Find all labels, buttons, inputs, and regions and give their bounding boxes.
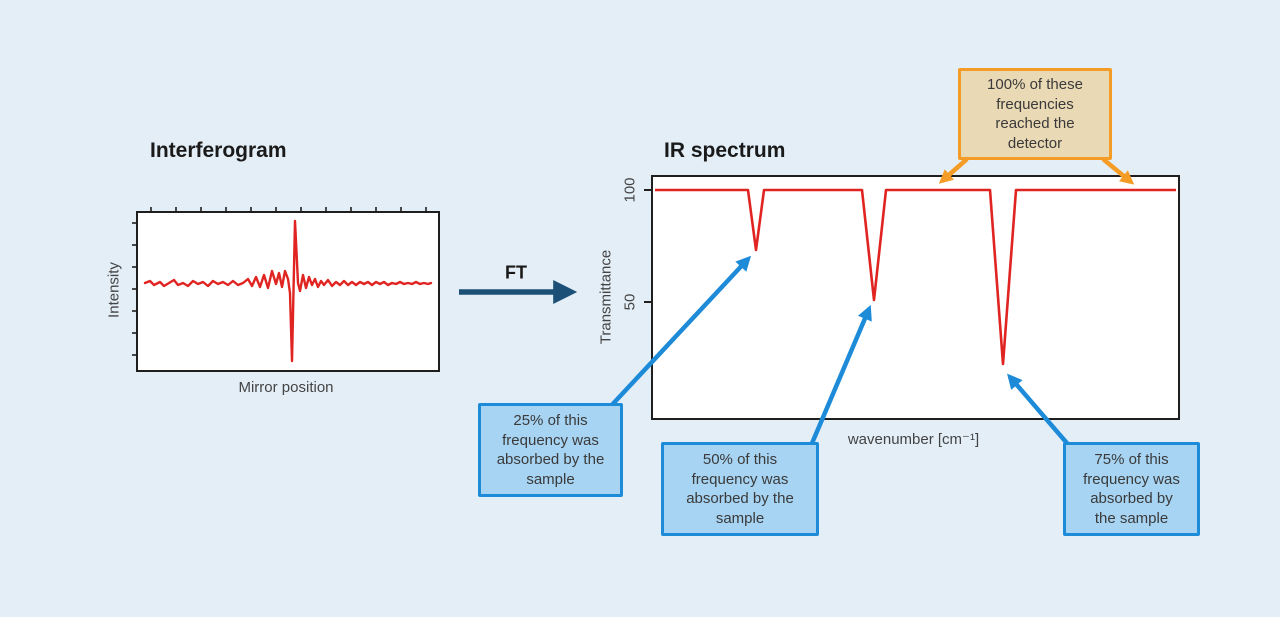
callout-absorb-50-text: 50% of this frequency was absorbed by th… bbox=[686, 451, 794, 527]
ir-ytick-50: 50 bbox=[621, 293, 639, 311]
interferogram-trace bbox=[143, 219, 433, 363]
callout-detector: 100% of these frequencies reached the de… bbox=[958, 68, 1112, 160]
transmittance-trace bbox=[655, 188, 1176, 366]
interferogram-title: Interferogram bbox=[150, 139, 287, 162]
ir-spectrum-chart bbox=[644, 188, 1176, 366]
ir-spectrum-plot bbox=[644, 175, 1180, 420]
interferogram-plot bbox=[132, 207, 440, 372]
ir-ytick-100: 100 bbox=[621, 177, 639, 203]
callout-absorb-75: 75% of this frequency was absorbed by th… bbox=[1063, 442, 1200, 536]
interferogram-y-axis-label: Intensity bbox=[105, 262, 123, 318]
interferogram-x-axis-label: Mirror position bbox=[238, 379, 334, 396]
callout-detector-text: 100% of these frequencies reached the de… bbox=[987, 76, 1083, 152]
interferogram-top-ticks bbox=[150, 207, 427, 212]
interferogram-signal-chart bbox=[132, 207, 433, 363]
ir-x-axis-label: wavenumber [cm⁻¹] bbox=[847, 431, 980, 448]
callout-absorb-50: 50% of this frequency was absorbed by th… bbox=[661, 442, 819, 536]
callout-absorb-25: 25% of this frequency was absorbed by th… bbox=[478, 403, 623, 497]
callout-absorb-25-text: 25% of this frequency was absorbed by th… bbox=[496, 412, 605, 488]
interferogram-left-ticks bbox=[132, 222, 137, 356]
ir-spectrum-y-ticks bbox=[644, 189, 652, 303]
ir-spectrum-title: IR spectrum bbox=[664, 139, 786, 162]
ft-arrow-label: FT bbox=[505, 262, 527, 283]
ir-y-axis-label: Transmittance bbox=[597, 249, 615, 345]
callout-absorb-75-text: 75% of this frequency was absorbed by th… bbox=[1083, 451, 1180, 527]
